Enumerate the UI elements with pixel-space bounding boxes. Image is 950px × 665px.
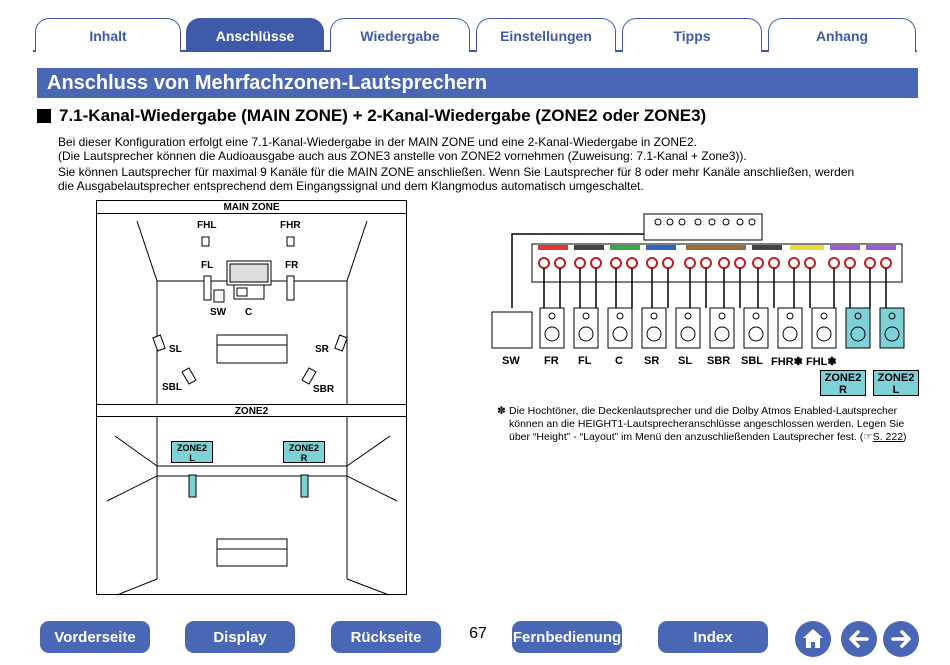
terminal-strip bbox=[538, 245, 896, 250]
rx-zone2-r-label: ZONE2 R bbox=[820, 370, 866, 396]
rx-label-sbl: SBL bbox=[741, 355, 763, 367]
receiver-diagram bbox=[491, 213, 905, 349]
paragraph-2: (Die Lautsprecher können die Audioausgab… bbox=[58, 149, 747, 163]
label-fhl: FHL bbox=[197, 220, 217, 231]
tab-einstellungen[interactable]: Einstellungen bbox=[476, 18, 616, 52]
rx-label-sw: SW bbox=[502, 355, 520, 367]
paragraph-3: Sie können Lautsprecher für maximal 9 Ka… bbox=[58, 165, 855, 179]
rx-label-fr: FR bbox=[544, 355, 559, 367]
wires bbox=[511, 233, 887, 308]
page-ref-link[interactable]: S. 222 bbox=[872, 431, 904, 443]
footnote-text: Die Hochtöner, die Deckenlautsprecher un… bbox=[497, 405, 927, 444]
arrow-right-icon bbox=[891, 630, 911, 648]
front-panel-button[interactable]: Vorderseite bbox=[40, 621, 150, 653]
label-fl: FL bbox=[201, 260, 214, 271]
tab-bar-line bbox=[33, 50, 917, 52]
main-zone-header: MAIN ZONE bbox=[97, 201, 406, 214]
room-drawing bbox=[106, 220, 398, 596]
arrow-left-icon bbox=[849, 630, 869, 648]
page-number: 67 bbox=[469, 625, 487, 642]
rx-label-sbr: SBR bbox=[707, 355, 731, 367]
label-sr: SR bbox=[315, 344, 329, 355]
room-diagram: MAIN ZONE ZONE2 FHL FHR FL FR SW C SL SR… bbox=[96, 200, 407, 596]
label-sw: SW bbox=[210, 307, 227, 318]
zone2-header: ZONE2 bbox=[97, 404, 406, 417]
rx-label-fhr: FHR✽ bbox=[771, 356, 803, 368]
label-sbl: SBL bbox=[162, 382, 182, 393]
zone2-l-label: ZONE2 L bbox=[171, 441, 213, 463]
rear-panel-button[interactable]: Rückseite bbox=[331, 621, 441, 653]
footnote: ✽ Die Hochtöner, die Deckenlautsprecher … bbox=[497, 405, 927, 444]
paragraph-1: Bei dieser Konfiguration erfolgt eine 7.… bbox=[58, 135, 697, 149]
rx-label-sl: SL bbox=[678, 355, 693, 367]
remote-control-button[interactable]: Fernbedienung bbox=[512, 621, 622, 653]
speaker-boxes bbox=[539, 307, 905, 349]
paragraph-4: die Ausgabelautsprecher entsprechend dem… bbox=[58, 179, 644, 193]
rx-label-sr: SR bbox=[644, 355, 660, 367]
footnote-star: ✽ bbox=[497, 405, 506, 417]
back-button[interactable] bbox=[841, 621, 877, 657]
section-title: Anschluss von Mehrfachzonen-Lautsprecher… bbox=[37, 68, 918, 98]
index-button[interactable]: Index bbox=[658, 621, 768, 653]
label-fhr: FHR bbox=[280, 220, 301, 231]
rx-zone2-l-label: ZONE2 L bbox=[873, 370, 919, 396]
footnote-close: ) bbox=[903, 431, 907, 443]
home-button[interactable] bbox=[795, 621, 831, 657]
display-button[interactable]: Display bbox=[185, 621, 295, 653]
tab-anschluesse[interactable]: Anschlüsse bbox=[186, 18, 324, 52]
tab-tipps[interactable]: Tipps bbox=[622, 18, 762, 52]
rx-label-c: C bbox=[615, 355, 623, 367]
tab-wiedergabe[interactable]: Wiedergabe bbox=[330, 18, 470, 52]
footnote-body: Die Hochtöner, die Deckenlautsprecher un… bbox=[509, 405, 905, 443]
tab-anhang[interactable]: Anhang bbox=[768, 18, 916, 52]
rx-label-fhl: FHL✽ bbox=[806, 356, 837, 368]
bullet-square-icon bbox=[37, 109, 51, 123]
tab-inhalt[interactable]: Inhalt bbox=[35, 18, 181, 52]
zone2-r-label: ZONE2 R bbox=[283, 441, 325, 463]
tab-bar: Inhalt Anschlüsse Wiedergabe Einstellung… bbox=[0, 14, 950, 54]
label-sl: SL bbox=[169, 344, 182, 355]
subheading-text: 7.1-Kanal-Wiedergabe (MAIN ZONE) + 2-Kan… bbox=[59, 106, 707, 125]
home-icon bbox=[803, 629, 823, 648]
rx-label-fl: FL bbox=[578, 355, 592, 367]
label-c: C bbox=[245, 307, 253, 318]
label-fr: FR bbox=[285, 260, 299, 271]
page-ref-icon: ☞ bbox=[863, 431, 873, 443]
forward-button[interactable] bbox=[883, 621, 919, 657]
subheading: 7.1-Kanal-Wiedergabe (MAIN ZONE) + 2-Kan… bbox=[37, 106, 706, 126]
label-sbr: SBR bbox=[313, 384, 335, 395]
